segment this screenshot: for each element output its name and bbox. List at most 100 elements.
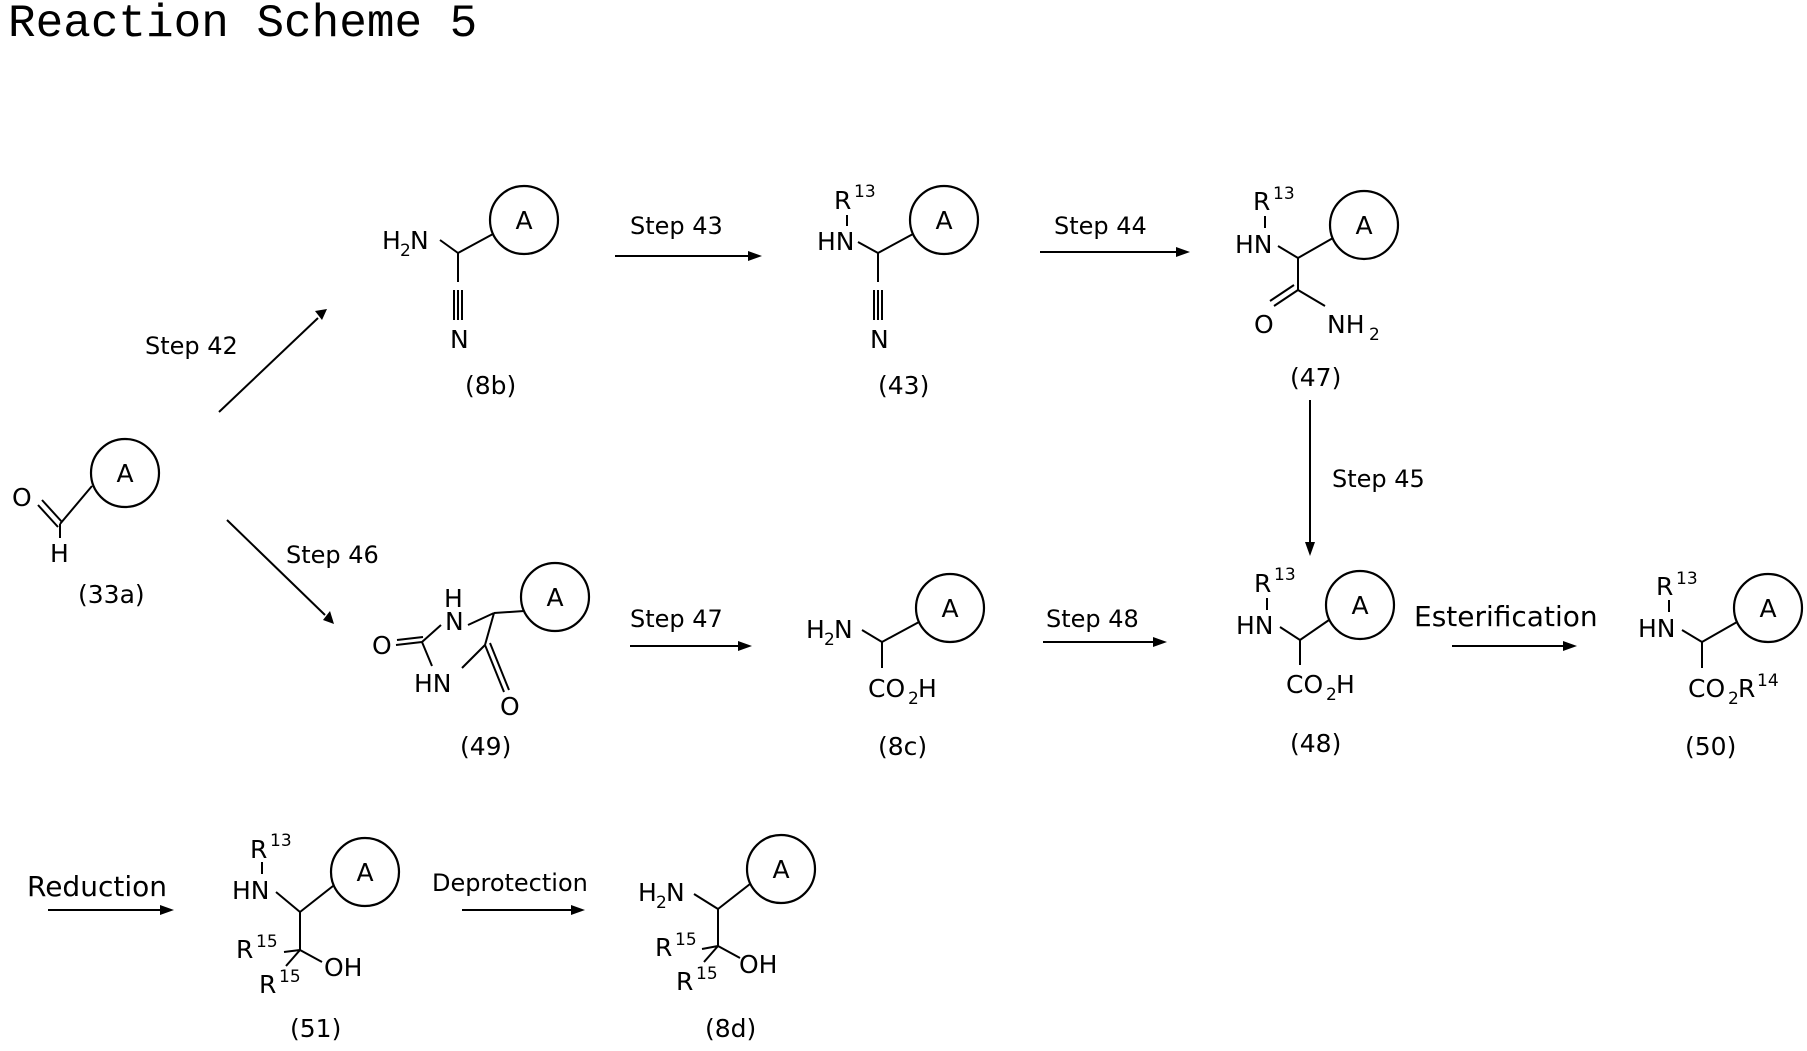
- superscript-13: 13: [270, 831, 292, 851]
- atom-co: CO: [1286, 670, 1323, 699]
- compound-label-33a: (33a): [78, 580, 145, 609]
- atom-h: H: [806, 615, 825, 644]
- compound-label-49: (49): [460, 732, 511, 761]
- arrow-step-45: Step 45: [1305, 400, 1425, 556]
- arrow-step-43: Step 43: [615, 212, 762, 261]
- atom-o: O: [372, 631, 392, 660]
- step-label-deprotection: Deprotection: [432, 869, 588, 897]
- atom-oh: OH: [739, 950, 777, 979]
- scheme-title: Reaction Scheme 5: [8, 0, 477, 50]
- superscript-13: 13: [1273, 184, 1295, 204]
- ring-a-label: A: [935, 206, 952, 235]
- arrow-step-48: Step 48: [1043, 605, 1167, 647]
- compound-49: A H N O HN O (49): [372, 563, 589, 761]
- compound-8b: A H 2 N N (8b): [382, 186, 558, 400]
- atom-h: H: [1336, 670, 1355, 699]
- atom-n: N: [410, 226, 429, 255]
- compound-label-8d: (8d): [705, 1014, 756, 1043]
- superscript-15: 15: [696, 964, 718, 984]
- step-label-46: Step 46: [286, 541, 379, 569]
- compound-label-43: (43): [878, 371, 929, 400]
- atom-o: O: [12, 483, 32, 512]
- step-label-esterification: Esterification: [1414, 600, 1598, 633]
- step-label-48: Step 48: [1046, 605, 1139, 633]
- arrow-step-42: Step 42: [145, 309, 327, 412]
- atom-r: R: [834, 186, 851, 215]
- atom-o: O: [500, 692, 520, 721]
- step-label-reduction: Reduction: [27, 870, 167, 903]
- atom-r: R: [1254, 569, 1271, 598]
- compound-label-51: (51): [290, 1014, 341, 1043]
- atom-o: O: [1254, 310, 1274, 339]
- atom-co: CO: [1688, 674, 1725, 703]
- arrow-step-47: Step 47: [630, 605, 752, 651]
- compound-label-47: (47): [1290, 363, 1341, 392]
- compound-8c: A H 2 N CO 2 H (8c): [806, 574, 984, 761]
- ring-a-label: A: [1355, 211, 1372, 240]
- ring-a-label: A: [356, 858, 373, 887]
- superscript-13: 13: [1676, 569, 1698, 589]
- atom-hn: HN: [414, 669, 452, 698]
- compound-label-48: (48): [1290, 729, 1341, 758]
- atom-n: N: [450, 325, 469, 354]
- atom-n: N: [445, 607, 464, 636]
- atom-r: R: [1738, 674, 1755, 703]
- compound-43: A R 13 HN N (43): [817, 182, 978, 400]
- atom-n: N: [666, 878, 685, 907]
- arrow-reduction: Reduction: [27, 870, 174, 915]
- compound-label-8c: (8c): [878, 732, 927, 761]
- atom-r: R: [655, 933, 672, 962]
- superscript-15: 15: [256, 932, 278, 952]
- atom-h: H: [382, 226, 401, 255]
- subscript-2: 2: [1369, 325, 1380, 345]
- atom-r: R: [676, 967, 693, 996]
- superscript-13: 13: [854, 182, 876, 202]
- superscript-14: 14: [1757, 671, 1779, 691]
- ring-a-label: A: [941, 594, 958, 623]
- atom-hn: HN: [817, 227, 855, 256]
- superscript-15: 15: [279, 967, 301, 987]
- ring-a-label: A: [1759, 594, 1776, 623]
- atom-hn: HN: [232, 876, 270, 905]
- atom-n: N: [834, 615, 853, 644]
- compound-47: A R 13 HN O NH 2 (47): [1235, 184, 1398, 392]
- step-label-45: Step 45: [1332, 465, 1425, 493]
- ring-a-label: A: [116, 459, 133, 488]
- arrow-step-46: Step 46: [227, 520, 379, 624]
- atom-nh: NH: [1327, 310, 1365, 339]
- arrow-step-44: Step 44: [1040, 212, 1190, 257]
- atom-r: R: [1656, 572, 1673, 601]
- ring-a-label: A: [546, 583, 563, 612]
- atom-r: R: [259, 970, 276, 999]
- arrow-esterification: Esterification: [1414, 600, 1598, 651]
- atom-hn: HN: [1638, 614, 1676, 643]
- atom-co: CO: [868, 674, 905, 703]
- step-label-47: Step 47: [630, 605, 723, 633]
- ring-a-label: A: [1351, 591, 1368, 620]
- compound-48: A R 13 HN CO 2 H (48): [1236, 565, 1394, 758]
- compound-33a: A O H (33a): [12, 439, 159, 609]
- atom-n: N: [870, 325, 889, 354]
- atom-h: H: [638, 878, 657, 907]
- ring-a-label: A: [515, 206, 532, 235]
- atom-r: R: [236, 935, 253, 964]
- atom-oh: OH: [324, 953, 362, 982]
- ring-a-label: A: [772, 855, 789, 884]
- atom-r: R: [1253, 187, 1270, 216]
- superscript-15: 15: [675, 930, 697, 950]
- superscript-13: 13: [1274, 565, 1296, 585]
- atom-r: R: [250, 835, 267, 864]
- atom-hn: HN: [1235, 230, 1273, 259]
- compound-8d: A H 2 N R 15 R 15 OH (8d): [638, 835, 815, 1043]
- compound-50: A R 13 HN CO 2 R 14 (50): [1638, 569, 1802, 761]
- compound-51: A R 13 HN R 15 R 15 OH (51): [232, 831, 399, 1043]
- compound-label-50: (50): [1685, 732, 1736, 761]
- atom-h: H: [50, 539, 69, 568]
- atom-hn: HN: [1236, 611, 1274, 640]
- step-label-43: Step 43: [630, 212, 723, 240]
- step-label-44: Step 44: [1054, 212, 1147, 240]
- compound-label-8b: (8b): [465, 371, 516, 400]
- atom-h: H: [918, 674, 937, 703]
- arrow-deprotection: Deprotection: [432, 869, 588, 915]
